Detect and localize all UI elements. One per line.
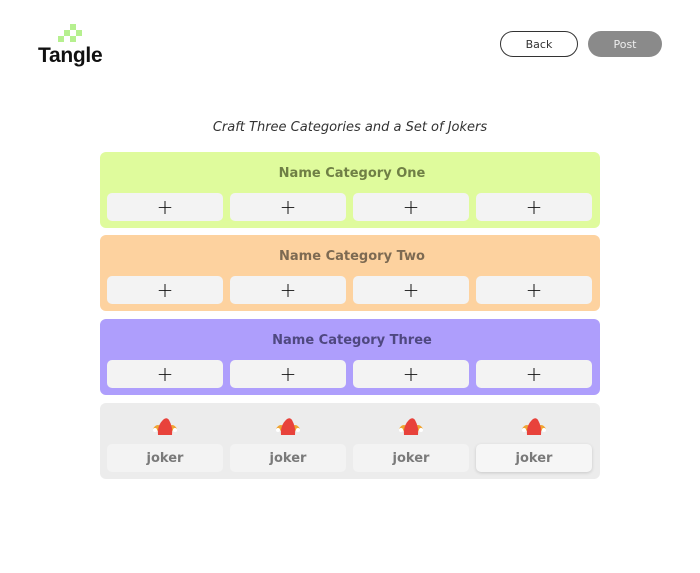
add-word-button[interactable]: +: [476, 360, 592, 388]
add-word-button[interactable]: +: [230, 276, 346, 304]
joker-card[interactable]: joker: [476, 444, 592, 472]
logo-mark-icon: [58, 24, 88, 44]
category-two-name-input[interactable]: [100, 248, 604, 265]
add-word-button[interactable]: +: [353, 360, 469, 388]
joker-card[interactable]: joker: [230, 444, 346, 472]
category-three-name-input[interactable]: [100, 332, 604, 349]
jester-hat-icon: [522, 418, 546, 435]
add-word-button[interactable]: +: [230, 360, 346, 388]
add-word-button[interactable]: +: [353, 193, 469, 221]
add-word-button[interactable]: +: [476, 276, 592, 304]
add-word-button[interactable]: +: [107, 276, 223, 304]
post-button[interactable]: Post: [588, 31, 662, 57]
add-word-button[interactable]: +: [107, 360, 223, 388]
add-word-button[interactable]: +: [107, 193, 223, 221]
joker-card[interactable]: joker: [107, 444, 223, 472]
logo-text: Tangle: [38, 44, 103, 67]
jokers-group: joker joker joker joker: [100, 403, 600, 479]
add-word-button[interactable]: +: [476, 193, 592, 221]
jester-hat-icon: [399, 418, 423, 435]
joker-card[interactable]: joker: [353, 444, 469, 472]
jester-hat-icon: [276, 418, 300, 435]
back-button[interactable]: Back: [500, 31, 578, 57]
add-word-button[interactable]: +: [353, 276, 469, 304]
category-one-name-input[interactable]: [100, 165, 604, 182]
add-word-button[interactable]: +: [230, 193, 346, 221]
category-three-group: + + + +: [100, 319, 604, 395]
jester-hat-icon: [153, 418, 177, 435]
page-subtitle: Craft Three Categories and a Set of Joke…: [212, 120, 488, 135]
category-one-group: + + + +: [100, 152, 604, 228]
category-two-group: + + + +: [100, 235, 604, 311]
logo[interactable]: Tangle: [38, 24, 118, 70]
